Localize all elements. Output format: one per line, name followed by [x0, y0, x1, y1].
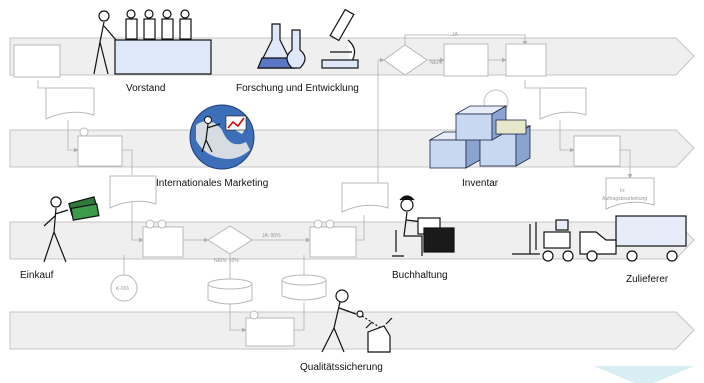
- lane-4: [9, 311, 695, 350]
- nein-label-mid: NEIN: 10%: [214, 258, 239, 264]
- process-box: [309, 226, 357, 258]
- event-circle: [325, 219, 335, 229]
- label-vorstand: Vorstand: [126, 83, 165, 94]
- accountant-at-computer-icon: [392, 195, 455, 257]
- event-circle: [249, 310, 259, 320]
- process-box: [13, 44, 61, 78]
- ja-label-top: JA: [452, 32, 459, 38]
- event-circle: [79, 127, 89, 137]
- document-shape: [605, 177, 655, 210]
- document-shape: [341, 182, 389, 213]
- process-box: [142, 226, 184, 258]
- label-marketing: Internationales Marketing: [156, 178, 268, 189]
- label-inventar: Inventar: [462, 178, 499, 189]
- inspector-magnifier-icon: [321, 289, 393, 353]
- in-label: In:: [620, 188, 626, 194]
- process-box: [245, 317, 295, 347]
- label-zulieferer: Zulieferer: [626, 274, 669, 285]
- microscope-icon: [321, 8, 359, 69]
- document-shape: [45, 87, 95, 120]
- ja-label-mid: JA: 90%: [262, 233, 281, 239]
- document-shape: [109, 175, 157, 209]
- label-qualitaet: Qualitätssicherung: [300, 362, 383, 373]
- database-cylinder: [281, 274, 327, 301]
- document-shape: [539, 87, 587, 120]
- lab-flask-icon: [257, 23, 306, 69]
- process-box: [505, 43, 547, 77]
- event-circle: [157, 219, 167, 229]
- buyer-with-money-icon: [43, 196, 100, 263]
- decision-diamond: [207, 225, 253, 255]
- event-circle: [313, 219, 323, 229]
- inventory-boxes-icon: [428, 105, 532, 169]
- connectors: [37, 34, 633, 333]
- database-cylinder: [207, 278, 253, 305]
- process-box: [77, 135, 123, 167]
- label-forschung: Forschung und Entwicklung: [236, 83, 359, 94]
- process-box: [443, 43, 489, 77]
- board-meeting-icon: [93, 9, 212, 75]
- label-einkauf: Einkauf: [20, 270, 54, 281]
- delivery-truck-icon: [512, 215, 687, 262]
- accent-shape: [594, 366, 694, 383]
- reference-circle: [110, 274, 138, 302]
- circle-ref-label: K-001: [116, 286, 130, 292]
- label-buchhaltung: Buchhaltung: [392, 270, 448, 281]
- process-box: [573, 135, 621, 167]
- nein-label-top: NEIN: [430, 60, 442, 66]
- auftrag-label: Auftragsbearbeitung: [602, 196, 647, 202]
- event-circle: [145, 219, 155, 229]
- globe-icon: [189, 104, 255, 170]
- decision-diamond: [383, 44, 428, 76]
